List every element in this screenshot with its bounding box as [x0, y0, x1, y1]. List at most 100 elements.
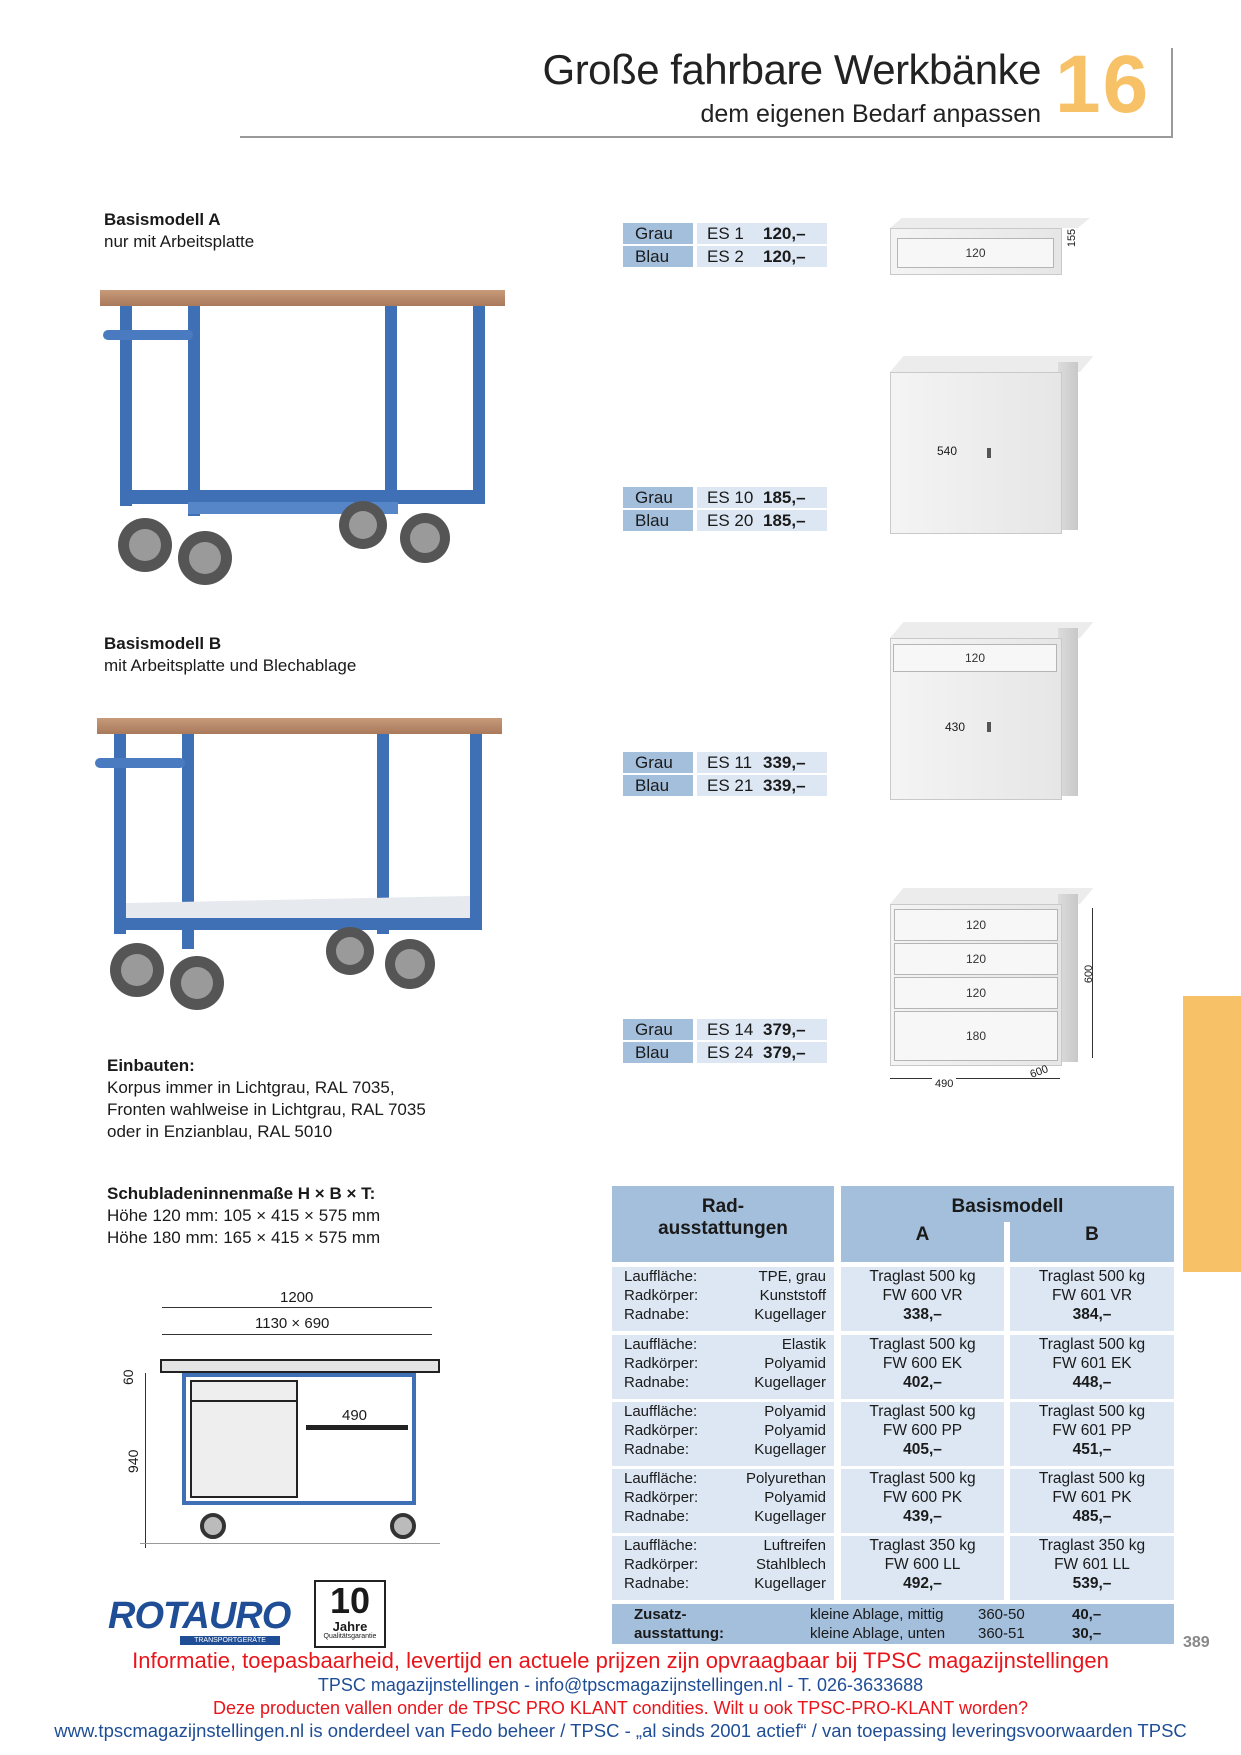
spec-line: Radkörper:Polyamid	[612, 1421, 834, 1440]
article-price: 379,–	[763, 1020, 806, 1039]
model-b-cell: Traglast 500 kg FW 601 PP 451,–	[1010, 1402, 1174, 1466]
spec-value: Kugellager	[754, 1306, 826, 1323]
zusatz-label-1: Zusatz-	[634, 1606, 687, 1623]
dim-height: 940	[125, 1449, 141, 1473]
spec-value: Polyamid	[764, 1422, 826, 1439]
drawer-height: 120	[965, 986, 987, 1000]
color-label: Blau	[623, 1042, 693, 1063]
color-label: Grau	[623, 487, 693, 508]
dim-top-height: 60	[120, 1369, 136, 1385]
brand-tagline: TRANSPORTGERÄTE	[180, 1636, 280, 1645]
model-b-desc: mit Arbeitsplatte und Blechablage	[104, 656, 357, 675]
load: Traglast 500 kg	[869, 1403, 976, 1420]
price: 405,–	[903, 1441, 942, 1458]
lock-icon	[987, 722, 991, 732]
article-code: ES 2	[707, 247, 744, 266]
load: Traglast 500 kg	[1038, 1403, 1146, 1420]
spec-line: Lauffläche:TPE, grau	[612, 1267, 834, 1286]
price: 439,–	[903, 1508, 942, 1525]
lock-icon	[987, 448, 991, 458]
header-rad-line1: Rad-	[701, 1196, 745, 1217]
article-price: 339,–	[763, 776, 806, 795]
spec-label: Radkörper:	[624, 1355, 699, 1372]
article-price: 120,–	[763, 224, 806, 243]
drawing-wheel-left	[200, 1513, 226, 1539]
color-label: Blau	[623, 246, 693, 267]
code: FW 601 VR	[1051, 1287, 1133, 1304]
load: Traglast 500 kg	[869, 1268, 976, 1285]
door-height: 430	[945, 720, 966, 734]
dim-height: 155	[1066, 228, 1079, 248]
spec-label: Radnabe:	[624, 1306, 690, 1323]
price-cell: ES 11 339,–	[697, 752, 827, 773]
warranty-label: Jahre	[332, 1619, 368, 1634]
footer-line-4: www.tpscmagazijnstellingen.nl is onderde…	[54, 1720, 1187, 1741]
cabinet-side	[1058, 628, 1078, 796]
load: Traglast 500 kg	[869, 1336, 976, 1353]
dim-total-width: 1200	[280, 1289, 314, 1306]
code: FW 601 PP	[1052, 1422, 1132, 1439]
cabinet-es1-image: 120 155	[885, 218, 1090, 278]
price: 402,–	[903, 1374, 942, 1391]
article-code: ES 11	[707, 753, 753, 772]
chapter-side-tab	[1183, 996, 1241, 1272]
header-rad-line2: ausstattungen	[658, 1218, 788, 1239]
color-label: Blau	[623, 510, 693, 531]
page-number: 389	[1183, 1634, 1210, 1651]
drawing-wheel-right	[390, 1513, 416, 1539]
dim-line-total	[162, 1307, 432, 1308]
cabinet-top	[890, 218, 1090, 228]
code: FW 600 LL	[884, 1556, 961, 1573]
spec-line: Lauffläche:Polyurethan	[612, 1469, 834, 1488]
cabinet-body	[890, 372, 1062, 534]
wheel-spec-cell: Lauffläche:Polyurethan Radkörper:Polyami…	[612, 1469, 834, 1533]
einbauten-line-2: Fronten wahlweise in Lichtgrau, RAL 7035	[107, 1100, 426, 1119]
table-row: Lauffläche:Elastik Radkörper:Polyamid Ra…	[612, 1335, 1174, 1399]
drawer-height: 180	[965, 1029, 987, 1043]
article-code: ES 21	[707, 776, 754, 795]
price: 451,–	[1072, 1441, 1112, 1458]
spec-line: Radnabe:Kugellager	[612, 1373, 834, 1392]
spec-label: Radnabe:	[624, 1508, 690, 1525]
article-code: ES 1	[707, 224, 744, 243]
article-code: ES 10	[707, 488, 754, 507]
zusatz-item-code: 360-50	[978, 1606, 1025, 1623]
cabinet-es10-image: 540	[885, 356, 1094, 541]
page-subtitle: dem eigenen Bedarf anpassen	[700, 100, 1041, 128]
code: FW 601 LL	[1054, 1556, 1130, 1573]
cabinet-es14-image: 120 120 120 180 600 490 600	[880, 888, 1110, 1098]
header-basismodell: Basismodell	[951, 1196, 1064, 1217]
drawer-height: 120	[964, 651, 986, 665]
article-price: 339,–	[763, 753, 806, 772]
code: FW 600 EK	[882, 1355, 963, 1372]
dim-line-height	[1092, 908, 1093, 1058]
dim-line-height	[145, 1373, 146, 1548]
warranty-years: 10	[329, 1580, 371, 1621]
spec-label: Lauffläche:	[624, 1537, 698, 1554]
spec-label: Radkörper:	[624, 1489, 699, 1506]
drawer-height: 120	[965, 246, 986, 260]
color-label: Blau	[623, 775, 693, 796]
cabinet-drawer: 120	[894, 909, 1058, 941]
page-title: Große fahrbare Werkbänke	[542, 46, 1042, 93]
table-header-rad: Rad- ausstattungen	[612, 1186, 834, 1262]
spec-line: Radnabe:Kugellager	[612, 1574, 834, 1593]
article-price: 379,–	[763, 1043, 806, 1062]
schublade-line-1: Höhe 120 mm: 105 × 415 × 575 mm	[107, 1206, 381, 1225]
code: FW 601 EK	[1052, 1355, 1132, 1372]
color-label: Grau	[623, 1019, 693, 1040]
spec-value: Kunststoff	[759, 1287, 826, 1304]
spec-line: Lauffläche:Polyamid	[612, 1402, 834, 1421]
table-row: Lauffläche:TPE, grau Radkörper:Kunststof…	[612, 1267, 1174, 1331]
